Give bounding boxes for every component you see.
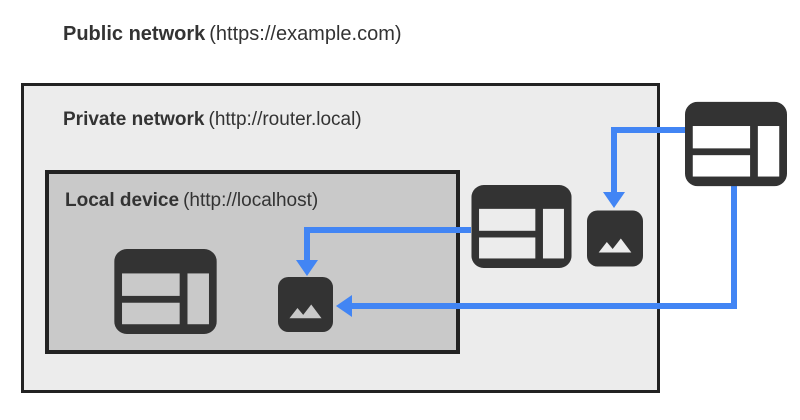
local-device-name: Local device: [65, 190, 180, 211]
public-network-url: (https://example.com): [209, 23, 402, 45]
private-image-icon: [587, 210, 643, 267]
local-device-url: (http://localhost): [183, 190, 319, 211]
private-webpage-icon: [471, 185, 572, 268]
private-network-url: (http://router.local): [208, 109, 362, 130]
local-image-icon: [277, 277, 334, 332]
local-device-label: Local device(http://localhost): [65, 190, 318, 213]
local-device-box: Local device(http://localhost): [45, 170, 460, 354]
public-network-label: Public network(https://example.com): [63, 22, 402, 46]
local-webpage-icon: [113, 249, 218, 334]
private-network-label: Private network(http://router.local): [63, 109, 362, 132]
private-network-box: Private network(http://router.local) Loc…: [21, 83, 660, 393]
public-webpage-icon: [685, 101, 787, 187]
private-network-name: Private network: [63, 109, 205, 130]
public-network-name: Public network: [63, 23, 206, 45]
